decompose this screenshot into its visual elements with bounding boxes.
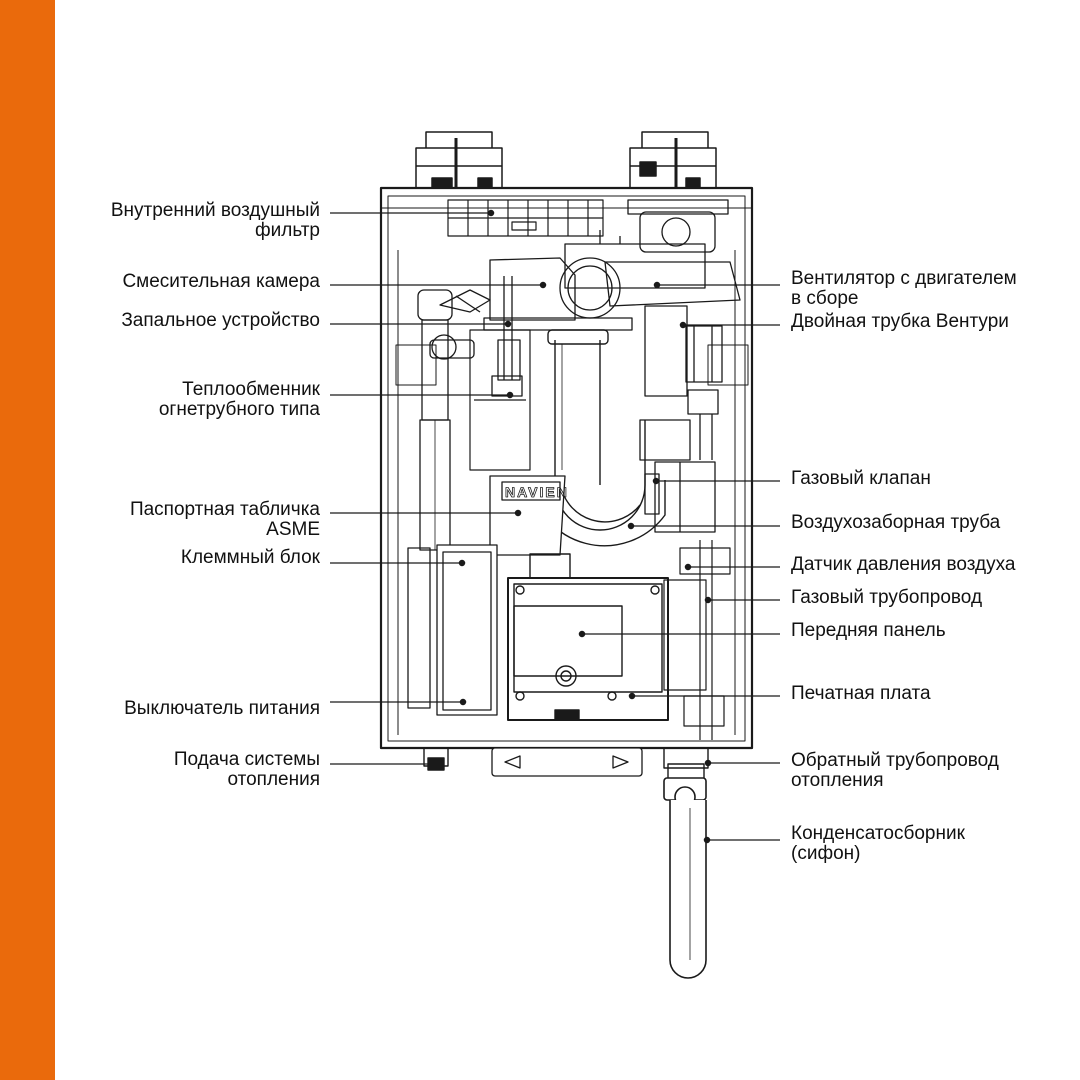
label-dual-venturi: Двойная трубка Вентури	[791, 311, 1009, 332]
leader-lines	[330, 209, 780, 844]
label-condensate-trap: Конденсатосборник (сифон)	[791, 823, 965, 864]
fan-assembly	[559, 199, 741, 319]
top-vent-right	[629, 131, 717, 189]
label-fan-motor-assembly: Вентилятор с двигателем в сборе	[791, 268, 1017, 309]
venturi-assembly	[639, 305, 723, 461]
heat-exchanger-body	[469, 329, 531, 471]
label-terminal-block: Клеммный блок	[180, 547, 320, 568]
boiler-drawing: NAVIEN	[379, 131, 754, 979]
terminal-block-body	[436, 544, 498, 716]
label-gas-pipe: Газовый трубопровод	[791, 587, 983, 608]
control-box	[507, 553, 669, 721]
top-vent-left	[415, 131, 503, 189]
label-pcb: Печатная плата	[791, 683, 931, 704]
label-mixing-chamber: Смесительная камера	[122, 271, 320, 292]
accent-bar	[0, 0, 55, 1080]
label-front-panel: Передняя панель	[791, 620, 946, 641]
label-power-switch: Выключатель питания	[124, 698, 320, 719]
asme-nameplate-body: NAVIEN	[489, 475, 569, 556]
label-air-intake-pipe: Воздухозаборная труба	[791, 512, 1001, 533]
label-heat-exchanger: Теплообменник огнетрубного типа	[158, 379, 320, 420]
gas-valve-body	[644, 461, 716, 533]
label-air-pressure-sensor: Датчик давления воздуха	[791, 554, 1016, 575]
nameplate-logo: NAVIEN	[505, 484, 569, 500]
label-internal-air-filter: Внутренний воздушный фильтр	[110, 200, 320, 241]
condensate-trap-body	[663, 777, 707, 979]
label-heating-return: Обратный трубопровод отопления	[791, 750, 999, 791]
air-filter-grid	[447, 199, 604, 237]
label-heating-supply: Подача системы отопления	[173, 749, 320, 790]
bottom-bracket	[491, 747, 643, 777]
left-pipes	[407, 289, 491, 709]
label-asme-nameplate: Паспортная табличка ASME	[129, 499, 320, 540]
label-gas-valve: Газовый клапан	[791, 468, 931, 489]
label-igniter: Запальное устройство	[121, 310, 320, 331]
